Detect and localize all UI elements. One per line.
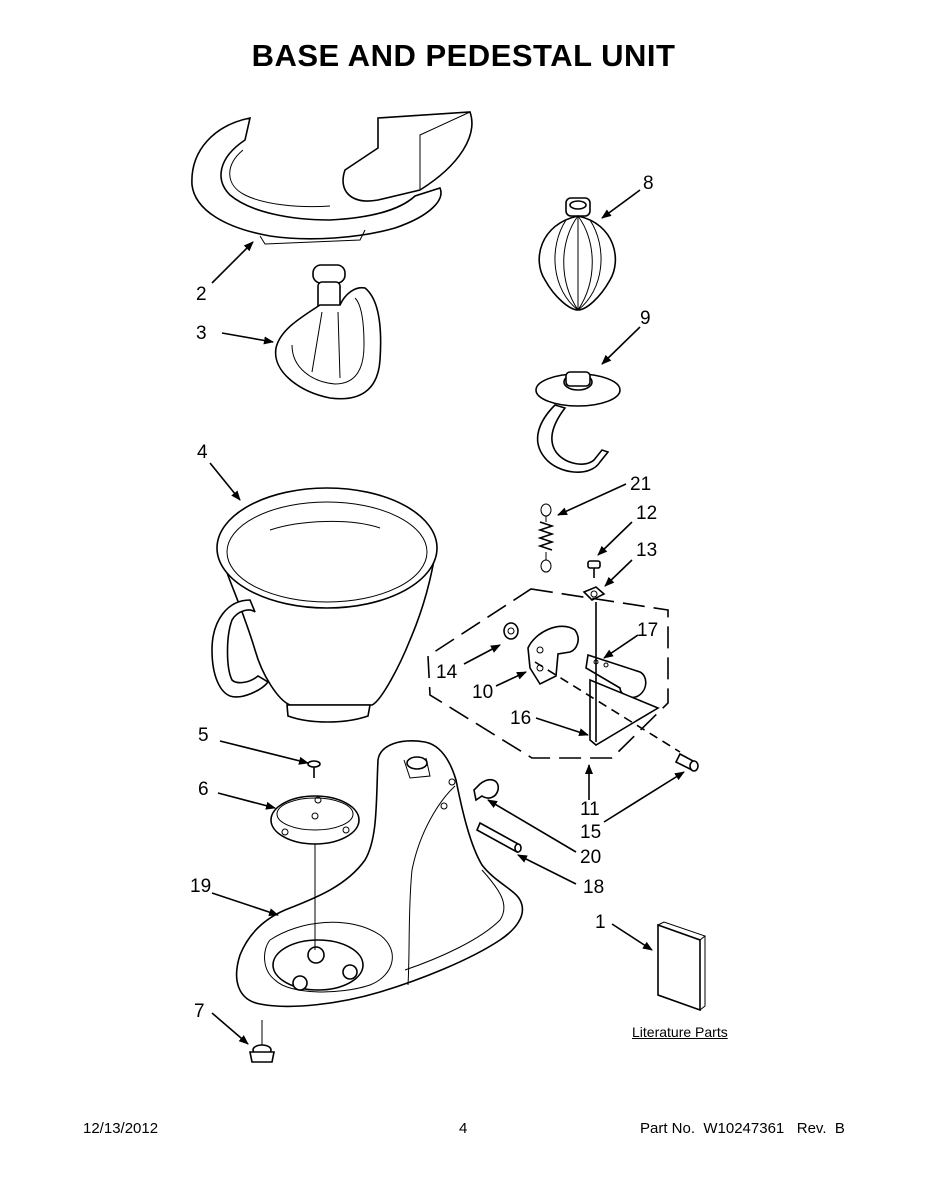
footer-part-number: Part No. W10247361 Rev. B [640,1120,845,1137]
flat-beater-part [274,264,382,400]
callout-17: 17 [637,620,658,641]
callout-8: 8 [643,173,654,194]
small-washer-part [503,622,519,640]
footer-page-number: 4 [459,1120,468,1137]
clamp-plate-part [270,795,360,950]
clamp-plate-screw-part [307,760,321,778]
callout-1: 1 [595,912,606,933]
callout-7: 7 [194,1001,205,1022]
pouring-shield-part [191,111,473,245]
callout-15: 15 [580,822,601,843]
screw-part [587,560,601,578]
pivot-rod-part [475,821,522,854]
literature-booklet-part [657,921,707,1012]
callout-2: 2 [196,284,207,305]
callout-4: 4 [197,442,208,463]
callout-11: 11 [580,799,600,820]
mixing-bowl-part [211,487,438,723]
callout-12: 12 [636,503,657,524]
hinge-bracket-part [527,625,579,686]
assembly-group-outline [427,588,669,759]
callout-16: 16 [510,708,531,729]
callout-19: 19 [190,876,211,897]
hinge-pin-part [674,752,699,772]
callout-numbers: 1 2 3 4 5 6 7 8 9 10 11 12 13 14 15 16 1… [190,173,658,1022]
latch-clip-part [473,778,500,802]
rubber-foot-part [249,1020,275,1063]
callout-14: 14 [436,662,458,683]
page-title: BASE AND PEDESTAL UNIT [251,38,676,73]
pin-axis-line [534,661,681,753]
callout-5: 5 [198,725,209,746]
callout-3: 3 [196,323,207,344]
callout-18: 18 [583,877,604,898]
dough-hook-part [535,371,621,473]
callout-13: 13 [636,540,657,561]
callout-20: 20 [580,847,601,868]
callout-6: 6 [198,779,209,800]
pedestal-base-part [235,740,524,1008]
leader-lines [209,189,685,1045]
wire-whip-part [538,197,617,311]
literature-parts-label: Literature Parts [632,1024,728,1040]
callout-9: 9 [640,308,651,329]
washer-part [582,586,606,601]
callout-21: 21 [630,474,651,495]
callout-10: 10 [472,682,493,703]
footer-date: 12/13/2012 [83,1120,159,1137]
bowl-lift-rod-part [589,602,660,746]
spring-part [537,503,555,573]
